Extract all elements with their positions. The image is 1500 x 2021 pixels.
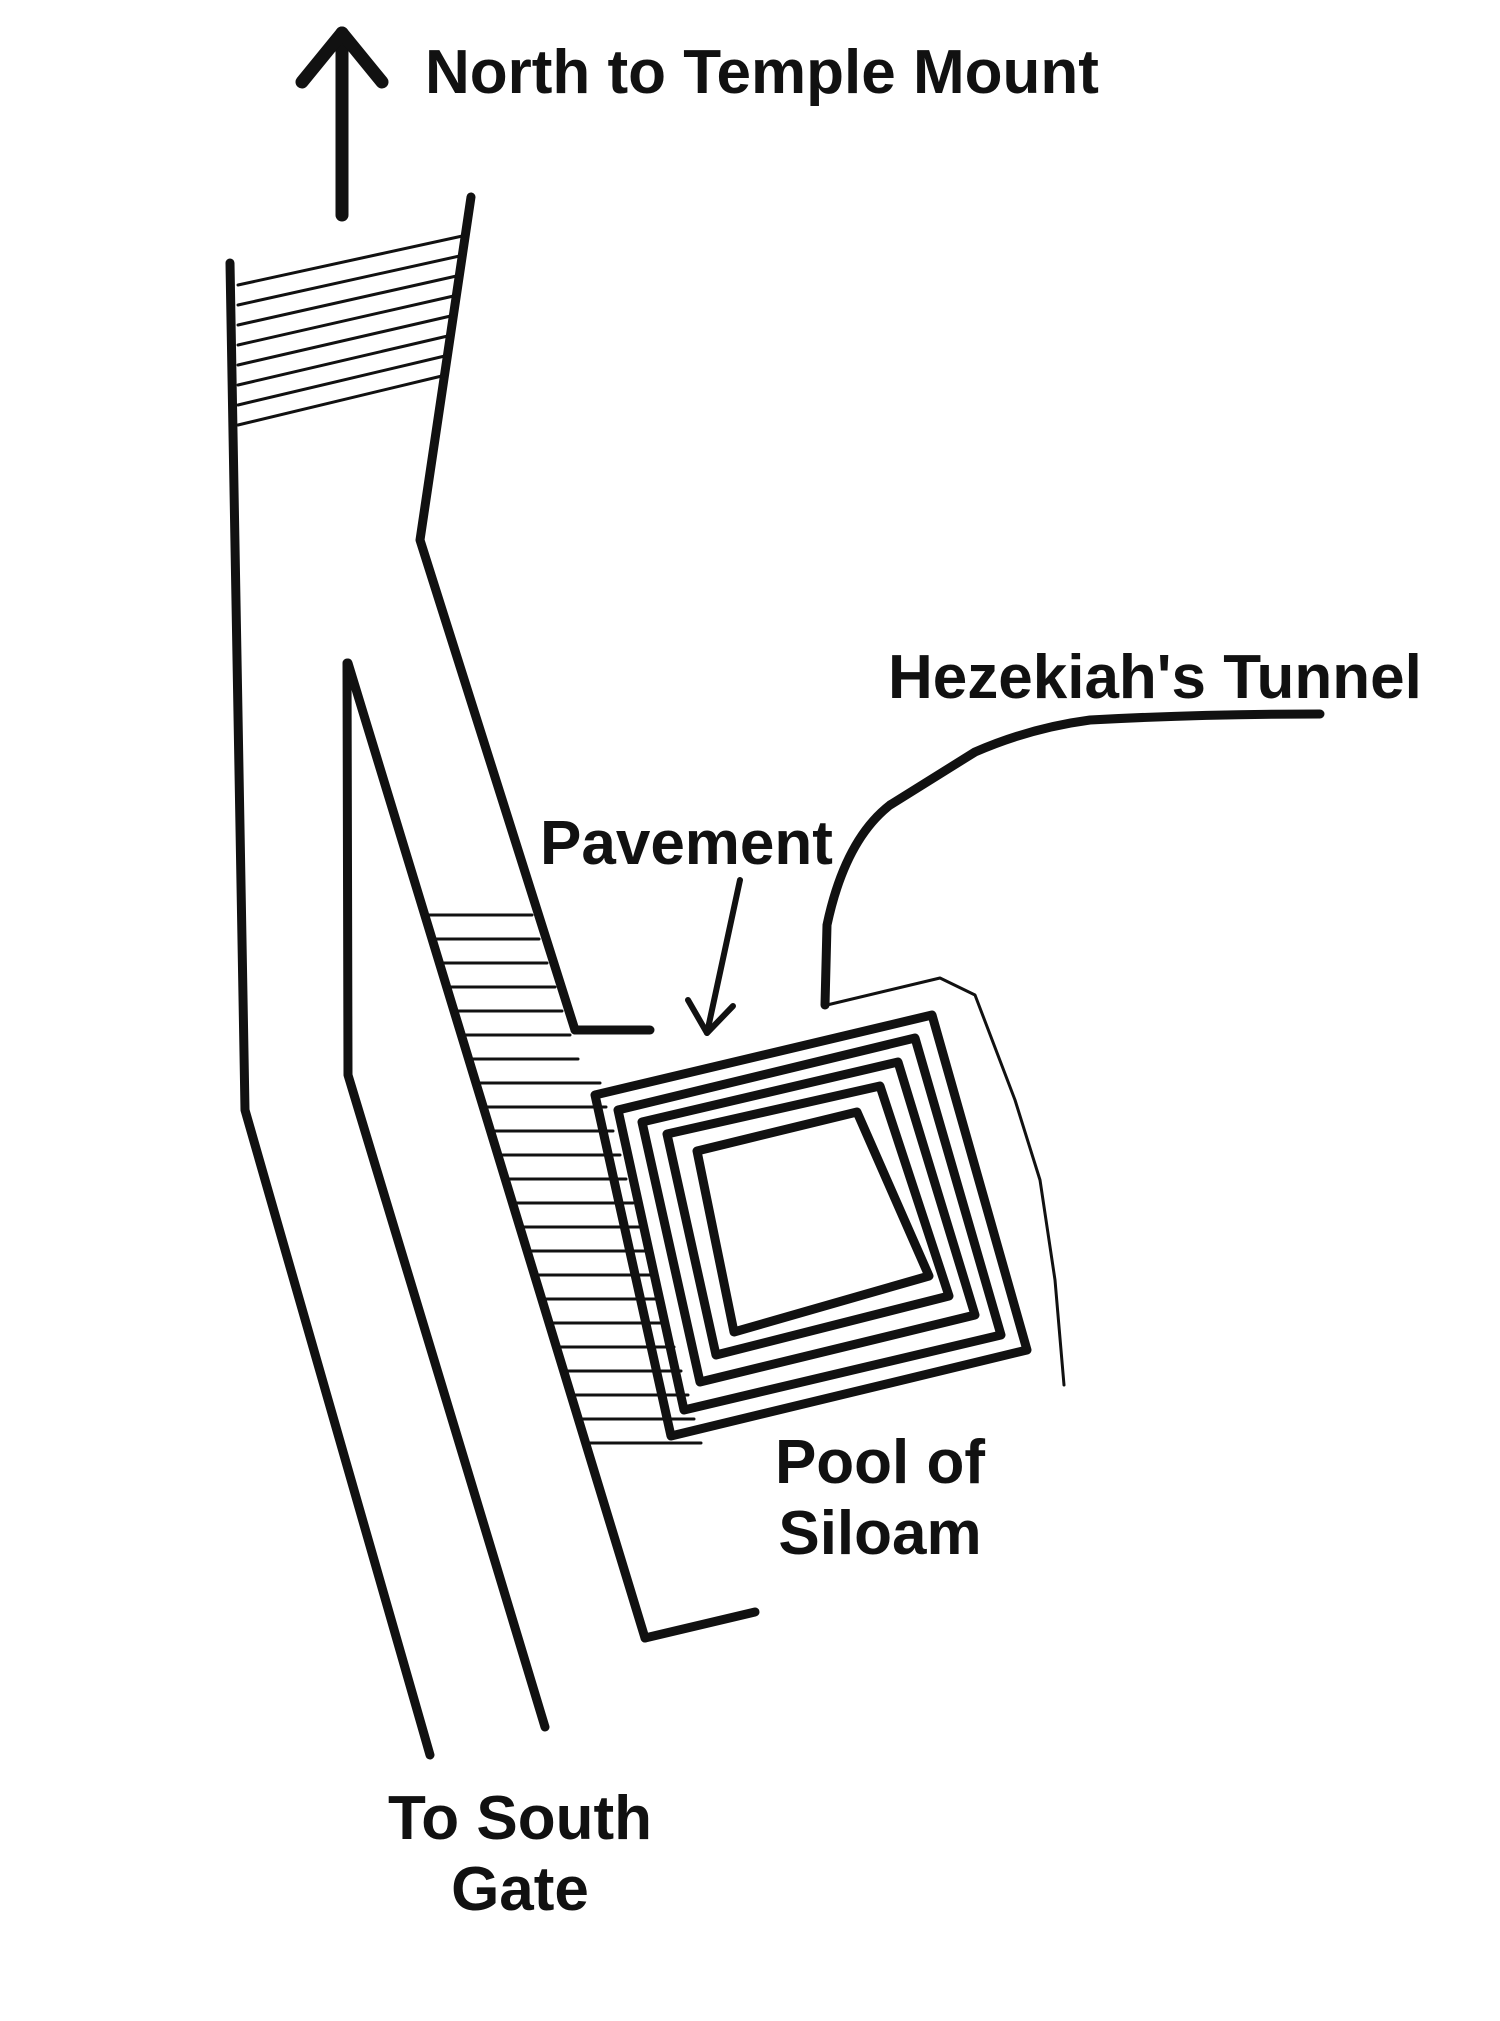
- pool-of-siloam: [590, 1010, 1032, 1441]
- pool-label: Pool of Siloam: [760, 1427, 1000, 1570]
- north-arrow: [295, 26, 389, 222]
- pool-label-line2: Siloam: [778, 1499, 982, 1569]
- tunnel-label: Hezekiah's Tunnel: [888, 643, 1422, 712]
- street-outline: [225, 192, 760, 1760]
- pool-label-line1: Pool of: [774, 1428, 986, 1497]
- south-gate-label: To South Gate: [370, 1783, 670, 1926]
- south-gate-label-line2: Gate: [451, 1855, 589, 1925]
- lower-stairs: [423, 913, 703, 1445]
- south-gate-label-line1: To South: [388, 1784, 652, 1853]
- hezekiahs-tunnel: [820, 709, 1325, 1010]
- pavement-label: Pavement: [540, 809, 833, 878]
- upper-stairs: [236, 233, 469, 427]
- north-label: North to Temple Mount: [425, 38, 1099, 107]
- pool-wall: [825, 976, 1066, 1387]
- pavement-arrow: [685, 877, 743, 1036]
